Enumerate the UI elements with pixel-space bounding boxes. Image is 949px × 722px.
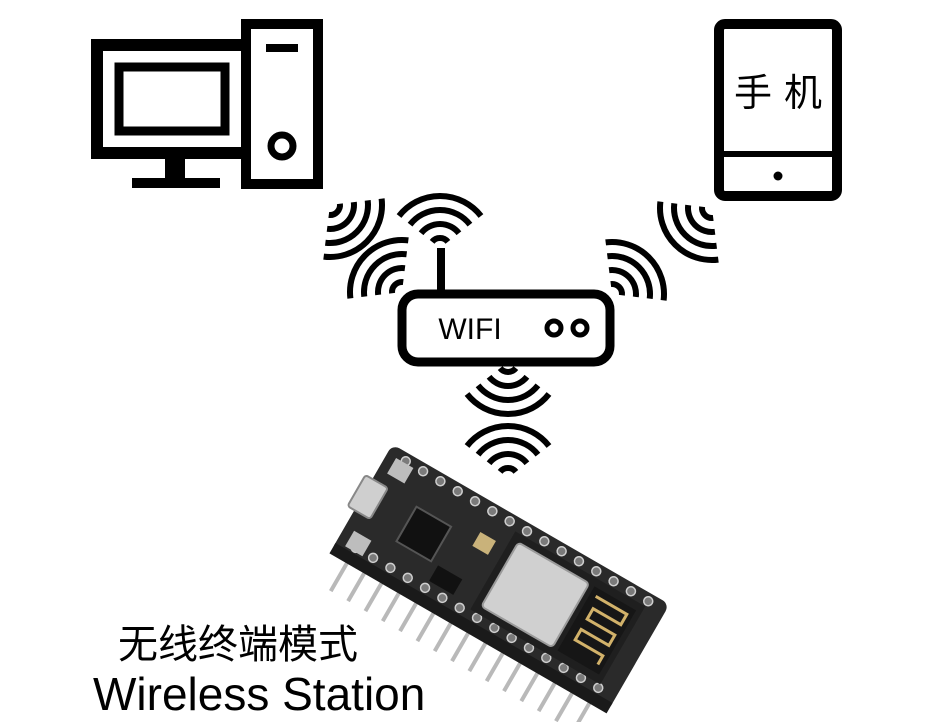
header-pin — [502, 655, 526, 693]
pin-hole — [539, 535, 550, 547]
desktop-computer-icon — [91, 19, 323, 189]
mobile-phone-icon: 手 机 — [714, 19, 842, 201]
signal-arc — [429, 235, 451, 244]
header-pin — [432, 615, 457, 653]
header-pin — [415, 605, 440, 643]
header-pin — [363, 575, 388, 613]
pin-hole — [435, 475, 446, 487]
signal-arc — [608, 267, 639, 298]
signal-arc — [396, 193, 484, 218]
signal-arc — [325, 200, 371, 246]
pin-hole — [419, 582, 431, 594]
signal-arc — [328, 203, 343, 218]
header-pin — [571, 695, 595, 722]
caption-english: Wireless Station — [93, 668, 426, 720]
signal-arc — [486, 451, 530, 466]
pin-hole — [556, 545, 567, 557]
pin-hole — [608, 575, 619, 587]
pin-hole — [454, 602, 465, 614]
signal-arc — [389, 279, 404, 294]
signal-arc — [475, 383, 541, 403]
pin-hole — [521, 525, 533, 537]
pin-hole — [591, 565, 602, 577]
signal-arc — [685, 204, 716, 235]
pin-hole — [487, 505, 498, 517]
signal-arc — [326, 201, 357, 232]
pin-hole — [452, 485, 463, 497]
signal-arc — [464, 392, 552, 417]
header-pins — [329, 555, 595, 722]
header-pin — [380, 585, 405, 623]
pin-hole — [437, 592, 448, 604]
header-pin — [536, 675, 561, 713]
signal-computer-to-router — [323, 198, 385, 260]
pin-hole — [367, 552, 379, 564]
pin-hole — [642, 595, 654, 607]
header-pin — [484, 645, 509, 683]
header-pin — [519, 665, 544, 703]
header-pin — [450, 625, 474, 663]
signal-router-to-computer — [347, 237, 409, 299]
header-pin — [346, 565, 370, 603]
signal-arc — [605, 239, 667, 301]
pin-hole — [504, 515, 515, 527]
signal-arc — [610, 281, 625, 296]
wifi-router-icon: WIFI — [397, 248, 615, 367]
pin-hole — [625, 585, 637, 597]
header-pin — [329, 555, 353, 593]
signal-router-to-board — [464, 366, 552, 417]
signal-arc — [607, 253, 653, 299]
signal-arc — [407, 207, 473, 227]
header-pin — [398, 595, 422, 633]
signal-router-antenna — [396, 193, 484, 244]
signal-arc — [497, 465, 519, 474]
signal-arc — [418, 221, 462, 236]
caption-chinese: 无线终端模式 — [118, 622, 358, 668]
signal-arc — [375, 265, 406, 296]
pin-hole — [385, 562, 396, 574]
signal-arc — [323, 198, 385, 260]
signal-arc — [486, 374, 530, 389]
pin-hole — [573, 555, 585, 567]
header-pin — [554, 685, 578, 722]
signal-arc — [361, 251, 407, 297]
signal-arc — [657, 201, 719, 263]
pin-hole — [417, 465, 429, 477]
pin-hole — [402, 572, 413, 584]
signal-arc — [699, 206, 714, 221]
signal-arc — [671, 203, 717, 249]
signal-phone-to-router — [657, 201, 719, 263]
signal-router-to-phone — [605, 239, 667, 301]
signal-arc — [475, 437, 541, 457]
signal-arc — [347, 237, 409, 299]
router-label: WIFI — [438, 313, 501, 346]
header-pin — [467, 635, 492, 673]
nodemcu-board-icon — [329, 447, 667, 722]
signal-arc — [497, 366, 519, 375]
signal-board-to-router — [464, 423, 552, 474]
phone-label: 手 机 — [734, 71, 822, 115]
pin-hole — [469, 495, 481, 507]
signal-arc — [464, 423, 552, 448]
